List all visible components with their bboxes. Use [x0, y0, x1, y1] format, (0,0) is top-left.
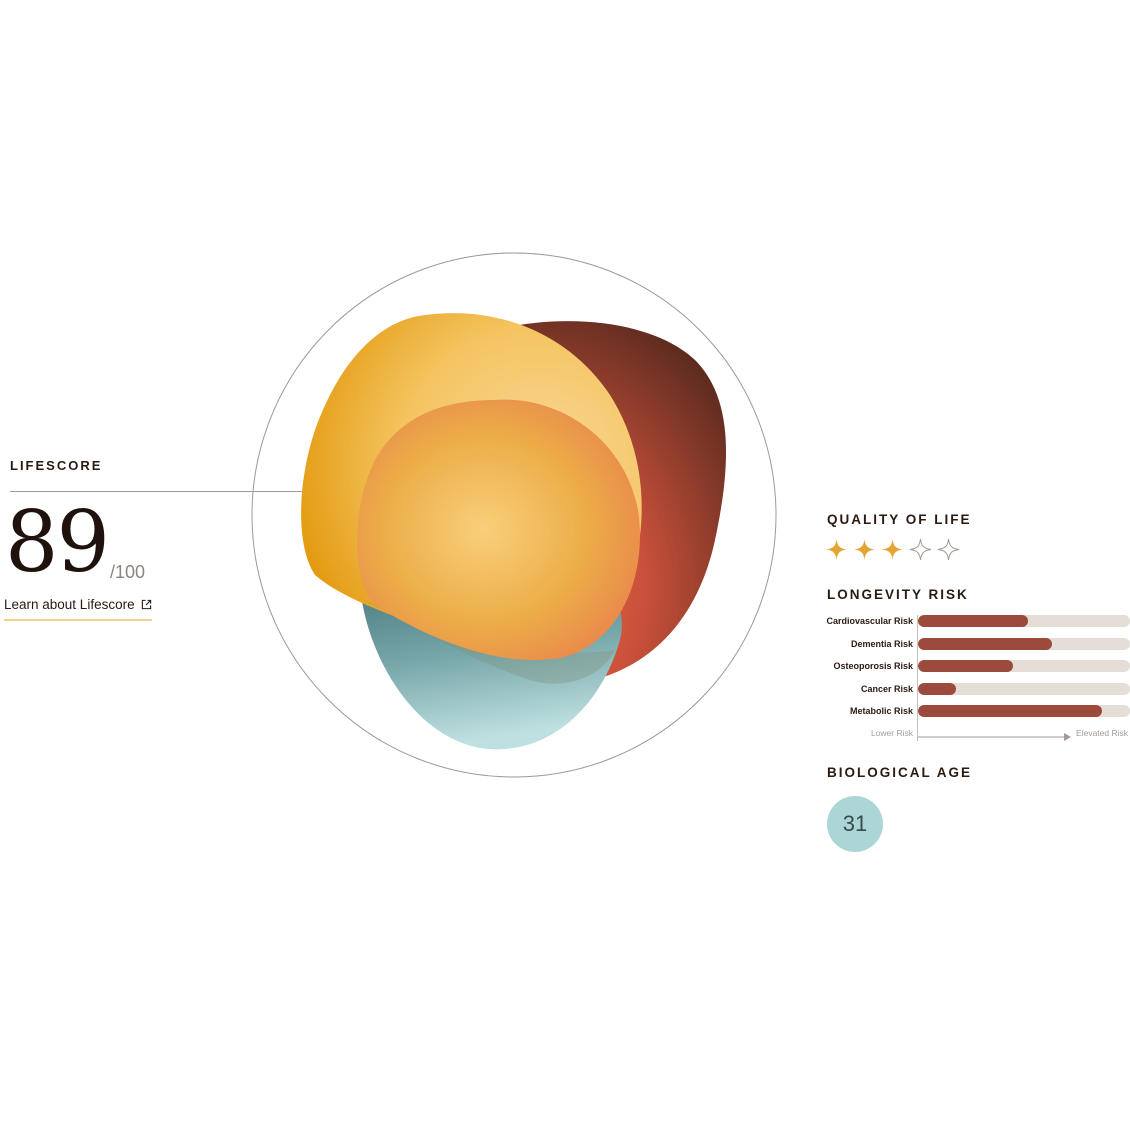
outer-ring: [251, 252, 777, 778]
risk-bar-track: [918, 705, 1130, 717]
risk-row: Metabolic Risk: [0, 704, 1130, 718]
risk-row: Osteoporosis Risk: [0, 659, 1130, 673]
risk-label: Osteoporosis Risk: [833, 661, 913, 671]
star-filled-icon: [881, 538, 904, 561]
biological-age-badge: 31: [827, 796, 883, 852]
learn-about-lifescore-link[interactable]: Learn about Lifescore: [4, 597, 153, 621]
risk-scale: Lower Risk Elevated Risk: [827, 728, 1130, 742]
risk-bar-track: [918, 638, 1130, 650]
risk-bar-fill: [918, 615, 1029, 627]
risk-row: Cancer Risk: [0, 682, 1130, 696]
risk-bar-track: [918, 615, 1130, 627]
risk-label: Dementia Risk: [850, 639, 913, 649]
biological-age-title: BIOLOGICAL AGE: [827, 765, 973, 780]
risk-label: Cardiovascular Risk: [826, 616, 913, 626]
risk-bar-fill: [918, 660, 1014, 672]
risk-bar-fill: [918, 683, 957, 695]
quality-of-life-rating: [825, 538, 960, 561]
lifescore-blob-graphic: [251, 252, 777, 778]
risk-label: Metabolic Risk: [849, 706, 913, 716]
risk-axis-line: [917, 615, 918, 741]
risk-label: Cancer Risk: [860, 684, 913, 694]
risk-bar-fill: [918, 638, 1052, 650]
blob-orange: [356, 399, 640, 661]
risk-row: Dementia Risk: [0, 637, 1130, 651]
star-filled-icon: [853, 538, 876, 561]
risk-scale-high-label: Elevated Risk: [1076, 728, 1128, 738]
star-filled-icon: [825, 538, 848, 561]
lifescore-leader-line: [10, 491, 439, 492]
lifescore-max: /100: [110, 562, 146, 582]
risk-row: Cardiovascular Risk: [0, 614, 1130, 628]
risk-scale-arrow-icon: [918, 733, 1071, 741]
star-empty-icon: [937, 538, 960, 561]
risk-bar-fill: [918, 705, 1103, 717]
lifescore-label: LIFESCORE: [10, 458, 103, 473]
risk-bar-track: [918, 660, 1130, 672]
external-link-icon: [142, 599, 152, 610]
quality-of-life-title: QUALITY OF LIFE: [827, 512, 972, 527]
learn-about-lifescore-label: Learn about Lifescore: [4, 597, 135, 612]
star-empty-icon: [909, 538, 932, 561]
risk-bar-track: [918, 683, 1130, 695]
lifescore-value: 89: [5, 493, 110, 591]
risk-scale-low-label: Lower Risk: [870, 728, 913, 738]
biological-age-value: 31: [842, 811, 868, 836]
longevity-risk-title: LONGEVITY RISK: [827, 587, 969, 602]
